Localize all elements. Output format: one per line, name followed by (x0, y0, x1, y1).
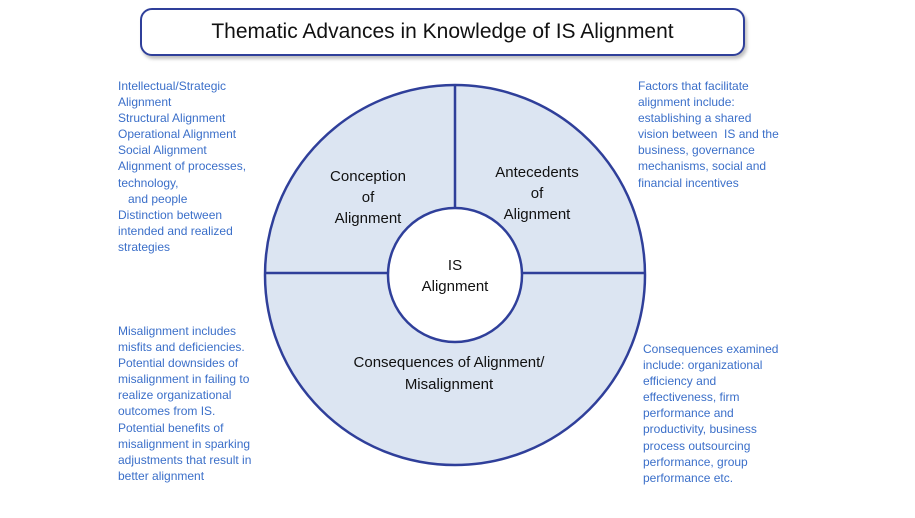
antecedents-note: Factors that facilitate alignment includ… (638, 78, 779, 191)
note-line: technology, (118, 175, 179, 190)
note-line: Intellectual/Strategic (118, 79, 227, 93)
note-line: intended and realized (118, 223, 233, 238)
conception-label-2: of (362, 189, 375, 206)
note-line: Misalignment includes (118, 324, 237, 338)
note-line: Factors that facilitate (638, 79, 749, 93)
note-line: Structural Alignment (118, 111, 226, 126)
conception-label-3: Alignment (335, 210, 403, 227)
note-line: Operational Alignment (118, 127, 237, 142)
note-line: better alignment (118, 468, 205, 483)
center-label-1: IS (448, 257, 462, 274)
note-line: and people (118, 191, 188, 206)
misalignment-note: Misalignment includes misfits and defici… (118, 323, 251, 484)
center-circle (386, 206, 524, 344)
note-line: Distinction between (118, 207, 223, 222)
note-line: performance etc. (643, 470, 734, 485)
center-label-2: Alignment (422, 278, 490, 295)
note-line: Alignment (118, 95, 172, 110)
note-line: adjustments that result in (118, 452, 252, 467)
note-line: alignment include: (638, 95, 735, 110)
note-line: misfits and deficiencies. (118, 340, 245, 355)
consequences-label-2: Misalignment (405, 376, 494, 393)
note-line: misalignment in sparking (118, 436, 251, 451)
note-line: establishing a shared (638, 111, 752, 126)
consequences-label-1: Consequences of Alignment/ (354, 354, 546, 371)
note-line: vision between IS and the (638, 127, 779, 142)
note-line: efficiency and (643, 374, 717, 389)
antecedents-label-1: Antecedents (495, 164, 578, 181)
note-line: mechanisms, social and (638, 159, 767, 174)
note-line: performance, group (643, 454, 748, 469)
note-line: Social Alignment (118, 143, 207, 158)
note-line: effectiveness, firm (643, 390, 740, 405)
note-line: Alignment of processes, (118, 159, 247, 174)
conception-label-1: Conception (330, 168, 406, 185)
consequences-note: Consequences examined include: organizat… (643, 341, 778, 486)
note-line: realize organizational (118, 388, 232, 403)
conception-note: Intellectual/Strategic Alignment Structu… (118, 78, 246, 255)
note-line: business, governance (638, 143, 755, 158)
note-line: process outsourcing (643, 438, 751, 453)
note-line: Potential benefits of (118, 420, 224, 435)
note-line: strategies (118, 239, 171, 254)
note-line: misalignment in failing to (118, 372, 250, 387)
antecedents-label-3: Alignment (504, 206, 572, 223)
note-line: Potential downsides of (118, 356, 239, 371)
note-line: productivity, business (643, 422, 757, 437)
note-line: include: organizational (643, 358, 763, 373)
note-line: performance and (643, 406, 734, 421)
note-line: financial incentives (638, 175, 739, 190)
antecedents-label-2: of (531, 185, 544, 202)
note-line: outcomes from IS. (118, 404, 216, 419)
diagram-title: Thematic Advances in Knowledge of IS Ali… (140, 8, 745, 56)
note-line: Consequences examined (643, 342, 779, 356)
